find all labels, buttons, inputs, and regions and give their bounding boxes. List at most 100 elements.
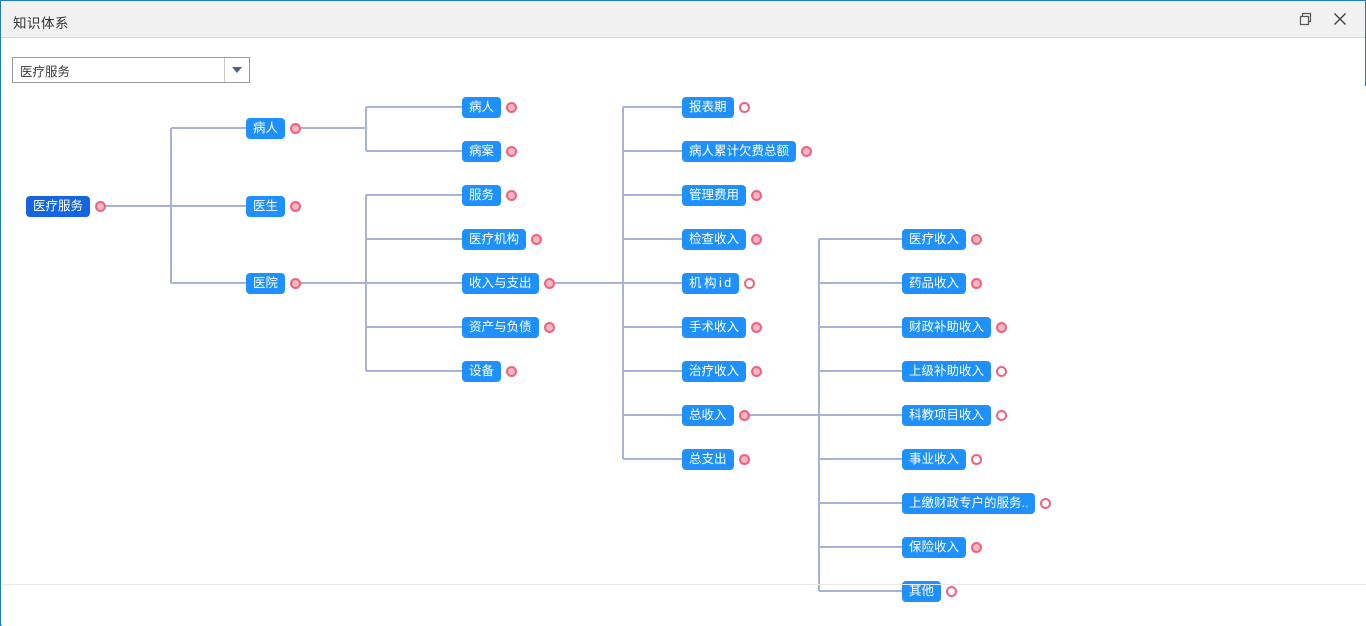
tree-node-handle[interactable] [506,366,518,377]
tree-node-handle[interactable] [751,322,763,333]
tree-node-handle[interactable] [738,454,750,465]
tree-node[interactable]: 服务 [462,185,518,206]
tree-node-label[interactable]: 治疗收入 [682,361,747,382]
tree-node-label[interactable]: 事业收入 [902,449,967,470]
tree-node-handle[interactable] [971,234,983,245]
tree-node-label[interactable]: 病人 [246,118,286,139]
tree-node-handle[interactable] [506,146,518,157]
tree-node-handle[interactable] [946,586,958,597]
tree-node-label[interactable]: 医疗机构 [462,229,527,250]
tree-edge [366,238,462,240]
tree-node[interactable]: 上缴财政专户的服务.. [902,493,1052,514]
tree-node-label[interactable]: 管理费用 [682,185,747,206]
domain-select-value: 医疗服务 [20,64,71,79]
tree-node[interactable]: 医疗服务 [26,196,107,217]
restore-window-icon[interactable] [1293,7,1319,33]
tree-node[interactable]: 报表期 [682,97,750,118]
tree-node[interactable]: 保险收入 [902,537,983,558]
tree-node-handle[interactable] [743,278,755,289]
tree-node[interactable]: 医院 [246,273,302,294]
tree-node-label[interactable]: 总收入 [682,405,734,426]
tree-node-handle[interactable] [971,542,983,553]
chevron-down-icon[interactable] [224,58,249,82]
close-icon[interactable] [1327,7,1353,33]
tree-node[interactable]: 资产与负债 [462,317,555,338]
tree-node-handle[interactable] [738,410,750,421]
tree-node[interactable]: 病人 [246,118,302,139]
tree-node-handle[interactable] [971,278,983,289]
tree-node-handle[interactable] [996,410,1008,421]
tree-node[interactable]: 医疗机构 [462,229,543,250]
tree-node-label[interactable]: 检查收入 [682,229,747,250]
tree-node-handle[interactable] [996,322,1008,333]
tree-edge [819,414,902,416]
tree-node-handle[interactable] [751,366,763,377]
tree-node-label[interactable]: 设备 [462,361,502,382]
tree-node[interactable]: 医生 [246,196,302,217]
tree-node-handle[interactable] [95,201,107,212]
tree-node-label[interactable]: 医疗服务 [26,196,91,217]
tree-edge [366,106,462,108]
tree-node-label[interactable]: 上缴财政专户的服务.. [902,493,1036,514]
tree-node-label[interactable]: 病案 [462,141,502,162]
tree-node-handle[interactable] [506,190,518,201]
tree-edge [623,150,682,152]
tree-node-label[interactable]: 收入与支出 [462,273,539,294]
tree-node[interactable]: 财政补助收入 [902,317,1008,338]
tree-node-label[interactable]: 药品收入 [902,273,967,294]
tree-node-handle[interactable] [290,201,302,212]
tree-node-label[interactable]: 其他 [902,581,942,602]
tree-node[interactable]: 总支出 [682,449,750,470]
tree-node[interactable]: 治疗收入 [682,361,763,382]
tree-node-handle[interactable] [801,146,813,157]
tree-node[interactable]: 科教项目收入 [902,405,1008,426]
tree-node[interactable]: 总收入 [682,405,750,426]
tree-node-label[interactable]: 医院 [246,273,286,294]
tree-node-label[interactable]: 病人累计欠费总额 [682,141,797,162]
tree-node[interactable]: 收入与支出 [462,273,555,294]
tree-node-label[interactable]: 保险收入 [902,537,967,558]
tree-node-label[interactable]: 上级补助收入 [902,361,992,382]
tree-node[interactable]: 病人累计欠费总额 [682,141,813,162]
tree-node-label[interactable]: 医生 [246,196,286,217]
tree-node[interactable]: 手术收入 [682,317,763,338]
tree-node-handle[interactable] [506,102,518,113]
tree-node-label[interactable]: 科教项目收入 [902,405,992,426]
tree-node[interactable]: 管理费用 [682,185,763,206]
tree-node[interactable]: 检查收入 [682,229,763,250]
tree-canvas[interactable]: 医疗服务 病人医生医院 病人病案服务医疗机构收入与支出资产与负债设备 报表期病人累计欠… [2,86,1366,626]
domain-select[interactable]: 医疗服务 [12,57,250,83]
tree-node-label[interactable]: 财政补助收入 [902,317,992,338]
tree-node-label[interactable]: 医疗收入 [902,229,967,250]
tree-node-label[interactable]: 总支出 [682,449,734,470]
tree-node-handle[interactable] [996,366,1008,377]
tree-node-handle[interactable] [543,278,555,289]
tree-node-label[interactable]: 机构id [682,273,739,294]
page-title: 知识体系 [13,16,69,31]
tree-node[interactable]: 上级补助收入 [902,361,1008,382]
tree-node[interactable]: 设备 [462,361,518,382]
tree-node[interactable]: 医疗收入 [902,229,983,250]
tree-node-handle[interactable] [751,190,763,201]
tree-node[interactable]: 其他 [902,581,958,602]
tree-node[interactable]: 病人 [462,97,518,118]
tree-node-handle[interactable] [971,454,983,465]
tree-node-handle[interactable] [543,322,555,333]
tree-node-label[interactable]: 报表期 [682,97,734,118]
tree-node-label[interactable]: 病人 [462,97,502,118]
tree-node[interactable]: 药品收入 [902,273,983,294]
tree-edge [623,194,682,196]
tree-node-handle[interactable] [531,234,543,245]
tree-node-label[interactable]: 服务 [462,185,502,206]
tree-node-label[interactable]: 手术收入 [682,317,747,338]
tree-node-handle[interactable] [751,234,763,245]
tree-node-handle[interactable] [1040,498,1052,509]
tree-node-handle[interactable] [290,278,302,289]
title-bar: 知识体系 [1,1,1365,38]
tree-node[interactable]: 事业收入 [902,449,983,470]
tree-node[interactable]: 机构id [682,273,755,294]
tree-node[interactable]: 病案 [462,141,518,162]
tree-node-handle[interactable] [738,102,750,113]
tree-node-handle[interactable] [290,123,302,134]
tree-node-label[interactable]: 资产与负债 [462,317,539,338]
